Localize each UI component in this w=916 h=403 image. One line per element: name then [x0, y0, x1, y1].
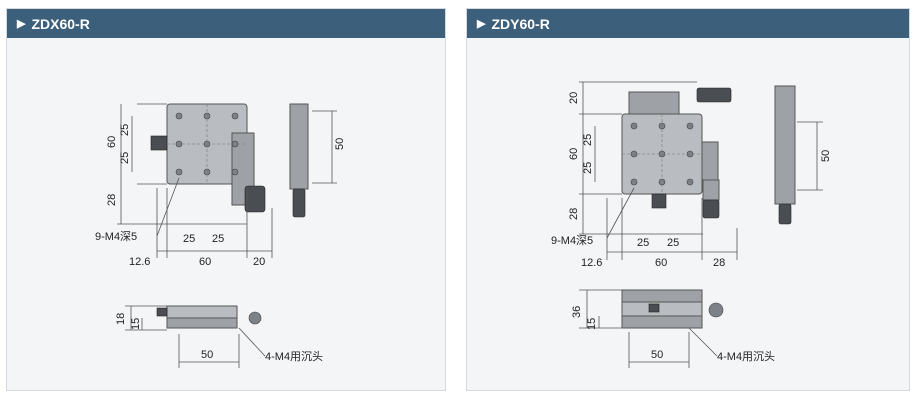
technical-drawing: 20 60 25 25 28 50 9-M4深5 12.6 25 25 60 2…	[551, 81, 832, 368]
dim-label: 12.6	[129, 256, 150, 268]
stage-lock-block	[701, 141, 719, 181]
stage-side-upper	[166, 305, 238, 319]
dim-label: 25	[183, 233, 195, 245]
dim-label: 18	[115, 313, 127, 325]
dim-label: 25	[582, 134, 594, 146]
countersink-callout: 4-M4用沉头	[265, 350, 323, 363]
hole-callout: 9-M4深5	[95, 230, 137, 243]
side-knob-icon	[156, 307, 168, 317]
dim-label: 20	[253, 256, 265, 268]
dim-label: 25	[637, 237, 649, 249]
bottom-micrometer-icon	[702, 199, 720, 219]
top-view	[579, 81, 823, 260]
dim-label: 60	[568, 148, 580, 160]
triangle-right-icon: ▶	[17, 18, 26, 30]
stage-side-view-strip	[774, 85, 796, 205]
product-panel-zdx60: ▶ ZDX60-R	[6, 8, 446, 391]
dim-label: 60	[106, 136, 118, 148]
technical-drawing: 60 25 25 28 50 9-M4深5 12.6 25 25 60 20 1…	[95, 103, 346, 368]
panel-header: ▶ ZDY60-R	[467, 9, 909, 38]
dim-label: 28	[713, 257, 725, 269]
stage-side-lower	[166, 317, 238, 329]
dim-label: 25	[667, 237, 679, 249]
end-knob-icon	[708, 302, 724, 318]
stage-y-carriage	[628, 91, 680, 115]
dim-label: 60	[199, 256, 211, 268]
knob-icon	[150, 135, 168, 151]
knob-icon	[651, 193, 667, 209]
side-view	[125, 305, 266, 368]
dim-label: 28	[568, 208, 580, 220]
stage-side-lower	[621, 315, 703, 329]
dim-label: 60	[655, 257, 667, 269]
dim-label: 50	[820, 150, 832, 162]
dim-label: 12.6	[581, 257, 602, 269]
product-panel-zdy60: ▶ ZDY60-R	[466, 8, 910, 391]
hole-callout: 9-M4深5	[551, 234, 593, 247]
end-knob-icon	[248, 311, 262, 325]
dim-label: 28	[106, 194, 118, 206]
dim-label: 25	[212, 233, 224, 245]
side-view	[579, 289, 724, 368]
dim-label: 36	[571, 306, 583, 318]
panel-title: ZDX60-R	[31, 15, 90, 32]
stage-side-middle	[621, 301, 703, 317]
dim-label: 15	[130, 318, 142, 330]
dim-label: 50	[651, 349, 663, 361]
dim-label: 50	[201, 349, 213, 361]
side-micrometer-icon	[778, 203, 792, 225]
micrometer-sleeve	[702, 179, 720, 201]
panel-header: ▶ ZDX60-R	[7, 9, 445, 38]
panel-title: ZDY60-R	[491, 15, 550, 32]
dim-label: 25	[119, 152, 131, 164]
top-view	[117, 103, 337, 258]
stage-side-upper	[621, 289, 703, 303]
dim-label: 50	[334, 138, 346, 150]
dim-label: 25	[582, 162, 594, 174]
micrometer-icon	[696, 87, 732, 103]
dim-label: 15	[586, 318, 598, 330]
dim-label: 20	[568, 92, 580, 104]
micrometer-icon	[244, 185, 266, 213]
triangle-right-icon: ▶	[477, 18, 486, 30]
dim-label: 25	[119, 124, 131, 136]
side-micrometer-icon	[292, 188, 306, 218]
countersink-callout: 4-M4用沉头	[717, 350, 775, 363]
side-knob-icon	[648, 303, 660, 313]
stage-side-view-strip	[289, 103, 309, 190]
